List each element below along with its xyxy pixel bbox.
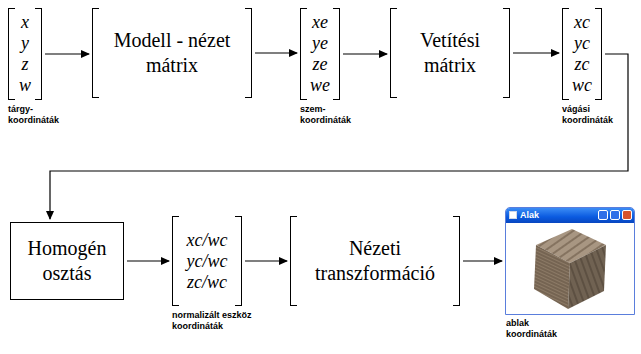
vector-component: y — [21, 33, 29, 54]
vector-component: wc — [572, 75, 592, 96]
vector-component: z — [21, 54, 28, 75]
vector-component: yc/wc — [187, 251, 228, 272]
window-node: Alakablak koordináták — [505, 207, 635, 315]
coordinate-label: szem- koordináták — [300, 104, 362, 126]
arrow-connector — [513, 52, 559, 53]
bracket-right — [453, 216, 460, 306]
vector-component: x — [21, 12, 29, 33]
matrix-box: Nézeti transzformáció — [290, 216, 460, 306]
arrow-connector — [50, 54, 628, 219]
bracket-right — [595, 8, 602, 100]
arrow-connector — [463, 260, 502, 261]
bracket-left — [300, 8, 307, 100]
vector-body: xeyezewe — [300, 8, 340, 100]
matrix-box: Modell - nézet mátrix — [92, 8, 252, 98]
bracket-left — [172, 216, 179, 306]
vector-component: we — [310, 75, 330, 96]
arrow-connector — [343, 53, 387, 54]
vector-component: ze — [313, 54, 328, 75]
box-body: Vetítési mátrix — [390, 8, 510, 98]
vector-body: xcyczcwc — [562, 8, 602, 100]
vector-component: zc — [575, 54, 590, 75]
bracket-left — [92, 8, 99, 98]
coordinate-vector: xc/wcyc/wczc/wcnormalizált eszköz koordi… — [172, 216, 242, 306]
bracket-left — [290, 216, 297, 306]
matrix-label: Nézeti transzformáció — [305, 236, 445, 286]
coordinate-label: ablak koordináták — [506, 318, 570, 340]
bracket-right — [333, 8, 340, 100]
arrow-connector — [245, 260, 287, 261]
coordinate-label: vágási koordináták — [562, 104, 624, 126]
vector-body: xyzw — [8, 8, 42, 100]
vector-component: w — [19, 75, 31, 96]
vector-component: xe — [312, 12, 328, 33]
arrow-connector — [45, 53, 89, 54]
vector-component: xc — [574, 12, 590, 33]
matrix-box: Vetítési mátrix — [390, 8, 510, 98]
cube-illustration — [506, 223, 634, 315]
bracket-right — [503, 8, 510, 98]
window-icon — [509, 211, 517, 219]
bracket-left — [562, 8, 569, 100]
vector-body: xc/wcyc/wczc/wc — [172, 216, 242, 306]
bracket-left — [390, 8, 397, 98]
arrow-connector — [255, 52, 297, 53]
bracket-left — [8, 8, 15, 100]
arrow-connector — [127, 260, 169, 261]
window-button — [610, 210, 620, 220]
matrix-label: Modell - nézet mátrix — [110, 28, 235, 78]
window-button — [622, 210, 632, 220]
coordinate-vector: xyzwtárgy- koordináták — [8, 8, 42, 100]
coordinate-label: normalizált eszköz koordináták — [172, 310, 272, 332]
process-label: Homogén osztás — [21, 236, 113, 286]
vector-component: yc — [574, 33, 590, 54]
window-title: Alak — [520, 210, 539, 221]
bracket-right — [35, 8, 42, 100]
window-button — [598, 210, 608, 220]
box-body: Homogén osztás — [11, 223, 123, 299]
process-box: Homogén osztás — [10, 222, 124, 300]
coordinate-vector: xeyezeweszem- koordináták — [300, 8, 340, 100]
coordinate-label: tárgy- koordináták — [8, 104, 70, 126]
matrix-label: Vetítési mátrix — [408, 28, 493, 78]
vector-component: zc/wc — [187, 272, 227, 293]
coordinate-vector: xcyczcwcvágási koordináták — [562, 8, 602, 100]
box-body: Nézeti transzformáció — [290, 216, 460, 306]
box-body: Modell - nézet mátrix — [92, 8, 252, 98]
vector-component: ye — [312, 33, 328, 54]
bracket-right — [235, 216, 242, 306]
bracket-right — [245, 8, 252, 98]
vector-component: xc/wc — [187, 230, 228, 251]
